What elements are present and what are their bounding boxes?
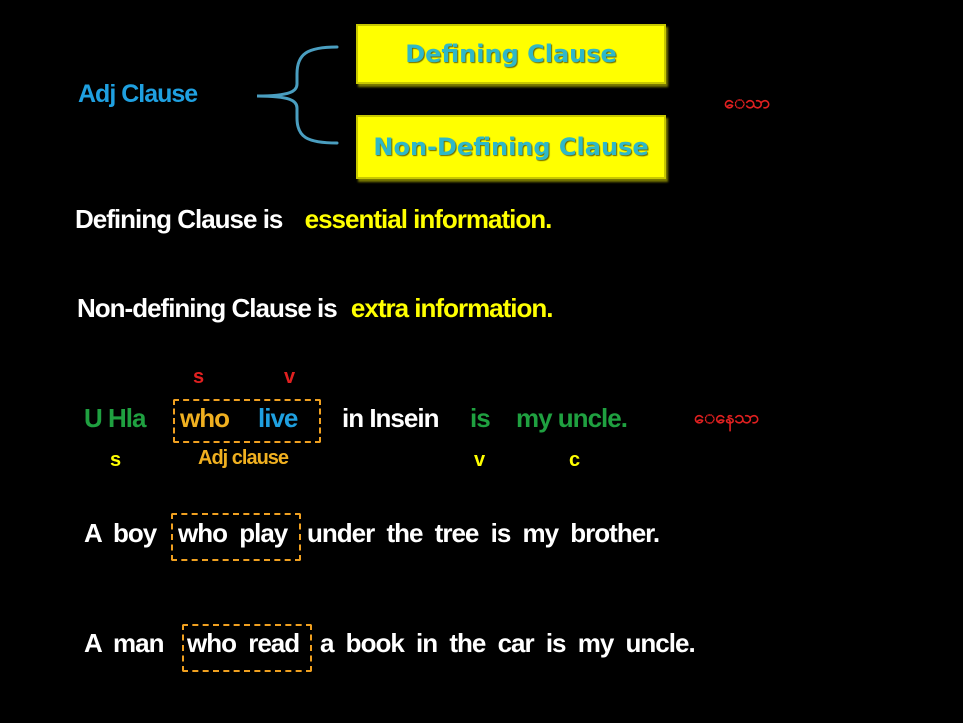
example3-clause: who read xyxy=(187,628,300,658)
example1-live: live xyxy=(258,403,298,433)
nondefining-definition-prefix: Non-defining Clause is xyxy=(77,293,338,323)
example1-label-c-bottom: c xyxy=(569,449,581,471)
example1-is: is xyxy=(470,403,491,433)
non-defining-clause-label: Non-Defining Clause xyxy=(373,133,649,161)
example1-label-v-top: v xyxy=(284,366,296,388)
example2-before: A boy xyxy=(84,518,157,548)
defining-definition-line: Defining Clause is essential information… xyxy=(75,204,553,235)
example3-after: a book in the car is my uncle. xyxy=(320,628,696,658)
example2-clause-box xyxy=(171,513,301,561)
example1-clause-box xyxy=(173,399,321,443)
nondefining-definition-value: extra information. xyxy=(350,293,554,323)
defining-clause-label: Defining Clause xyxy=(405,40,617,68)
example2-after: under the tree is my brother. xyxy=(307,518,660,548)
example1-my-uncle: my uncle. xyxy=(516,403,628,433)
nondefining-definition-line: Non-defining Clause is extra information… xyxy=(77,293,554,324)
non-defining-clause-box: Non-Defining Clause xyxy=(356,115,666,179)
example1-in-insein: in Insein xyxy=(342,403,439,433)
example1-who: who xyxy=(180,403,230,433)
example1-label-s-top: s xyxy=(193,366,205,388)
example1-subject: U Hla xyxy=(84,403,146,433)
curly-brace-icon xyxy=(256,45,339,145)
example3-clause-box xyxy=(182,624,312,672)
example1-label-s-bottom: s xyxy=(110,449,122,471)
burmese-that-text: ေသာ xyxy=(724,92,771,112)
example1-burmese: ေနေသာ xyxy=(694,407,760,427)
defining-definition-prefix: Defining Clause is xyxy=(75,204,283,234)
adj-clause-title: Adj Clause xyxy=(78,80,198,108)
example1-label-v-bottom: v xyxy=(474,449,486,471)
example2-clause: who play xyxy=(178,518,288,548)
example1-label-adj-clause: Adj clause xyxy=(198,447,289,469)
example3-before: A man xyxy=(84,628,164,658)
defining-definition-value: essential information. xyxy=(304,204,553,234)
defining-clause-box: Defining Clause xyxy=(356,24,666,84)
